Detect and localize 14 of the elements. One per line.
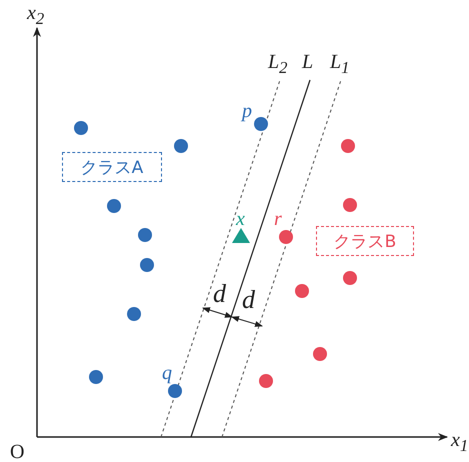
class-label-box: クラスA bbox=[62, 152, 162, 182]
line-label: L$_{2}$ bbox=[268, 52, 288, 77]
axis-label: x$_{2}$ bbox=[27, 3, 44, 28]
point-label: p bbox=[242, 101, 252, 121]
line-label: L bbox=[302, 52, 314, 72]
point-label: x bbox=[236, 209, 245, 229]
distance-label: d bbox=[213, 281, 226, 307]
point-label: r bbox=[274, 209, 282, 229]
origin-label: O bbox=[10, 442, 24, 462]
line-label: L$_{1}$ bbox=[330, 52, 350, 77]
class-label-box: クラスB bbox=[316, 226, 414, 256]
point-label: q bbox=[162, 363, 172, 383]
distance-label: d bbox=[242, 287, 255, 313]
axis-label: x$_{1}$ bbox=[451, 430, 468, 455]
